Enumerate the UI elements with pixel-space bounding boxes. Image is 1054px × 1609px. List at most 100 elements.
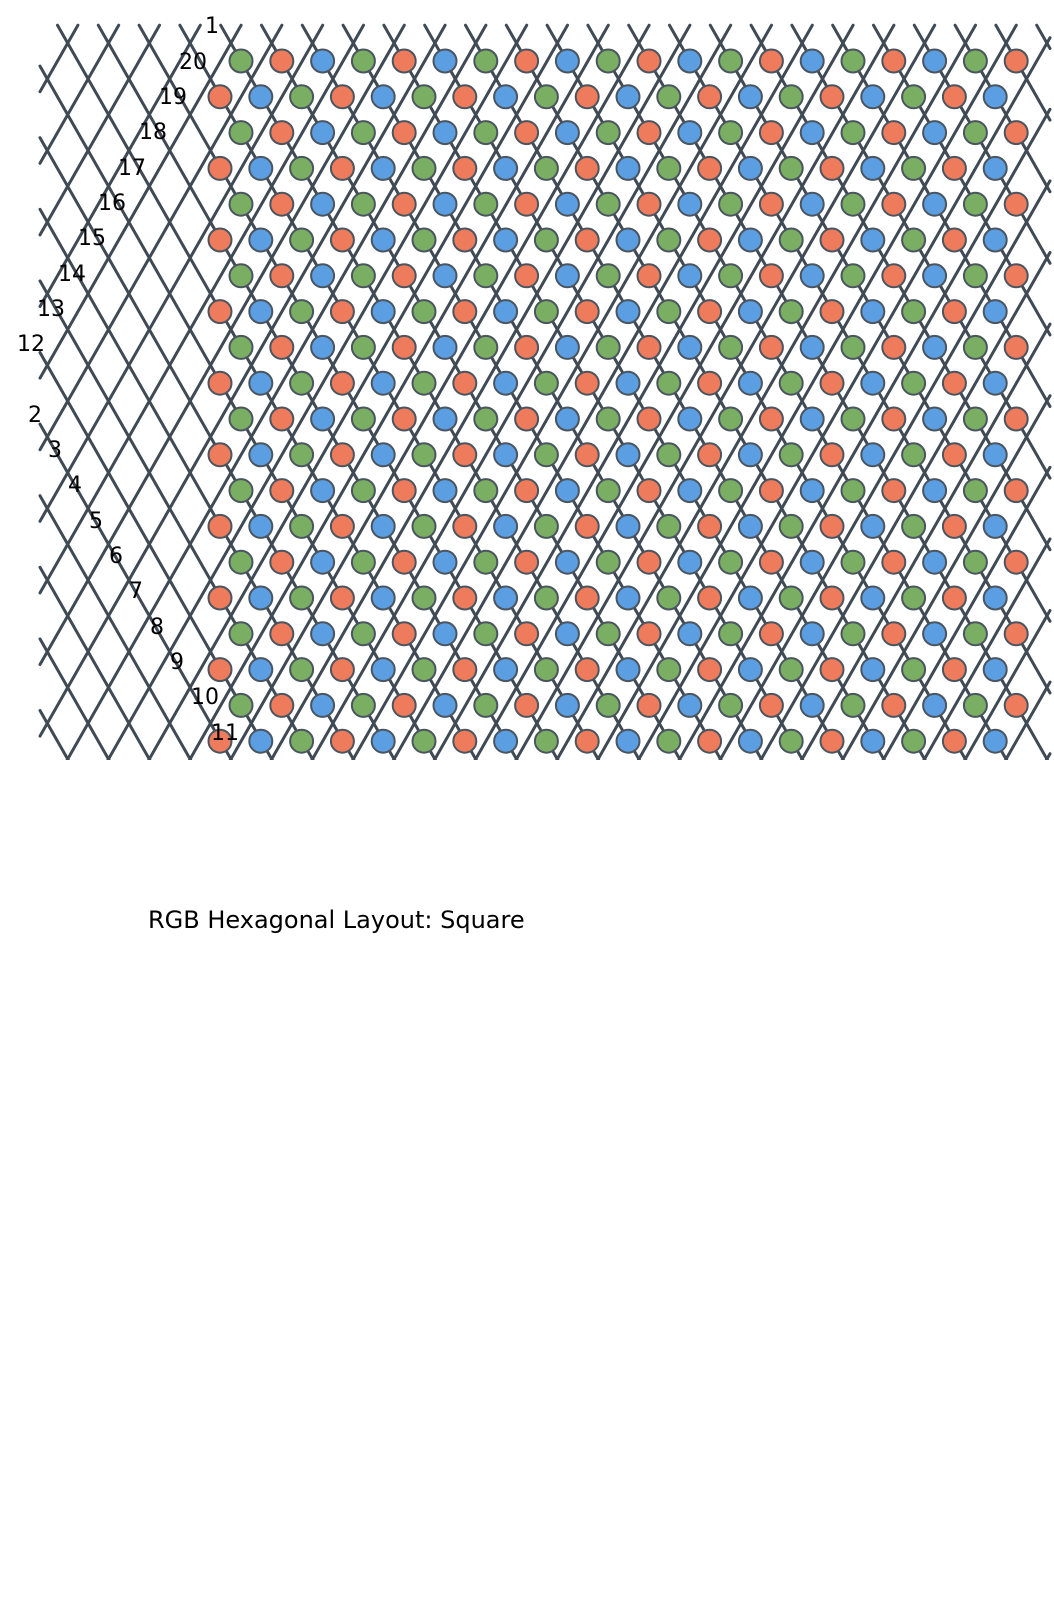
lattice-node-green (473, 549, 499, 575)
row-label: 11 (211, 721, 239, 746)
lattice-node-green (778, 728, 804, 754)
lattice-node-red (452, 442, 478, 468)
lattice-node-blue (922, 549, 948, 575)
lattice-node-blue (737, 442, 763, 468)
lattice-line-up-right (187, 23, 610, 760)
lattice-node-green (350, 621, 376, 647)
lattice-node-green (595, 621, 621, 647)
lattice-node-green (595, 692, 621, 718)
lattice-node-green (473, 692, 499, 718)
lattice-line-down-right (38, 279, 315, 760)
lattice-node-green (595, 120, 621, 146)
lattice-node-blue (860, 442, 886, 468)
lattice-node-red (758, 120, 784, 146)
lattice-line-up-right (514, 23, 937, 760)
lattice-node-green (840, 334, 866, 360)
row-label: 16 (98, 191, 126, 216)
lattice-node-green (473, 48, 499, 74)
lattice-node-red (269, 692, 295, 718)
lattice-line-up-right (38, 23, 121, 165)
lattice-node-blue (615, 657, 641, 683)
lattice-node-blue (248, 299, 274, 325)
lattice-node-green (840, 621, 866, 647)
row-label: 15 (78, 226, 106, 251)
lattice-line-up-right (228, 23, 651, 760)
lattice-line-up-right (38, 23, 406, 666)
lattice-node-red (514, 406, 540, 432)
lattice-node-green (411, 728, 437, 754)
lattice-node-red (881, 692, 907, 718)
lattice-node-red (758, 549, 784, 575)
lattice-node-green (656, 585, 682, 611)
lattice-node-red (941, 299, 967, 325)
lattice-node-red (514, 621, 540, 647)
lattice-node-blue (432, 334, 458, 360)
lattice-node-red (758, 263, 784, 289)
lattice-node-red (697, 370, 723, 396)
lattice-line-down-right (38, 494, 193, 760)
lattice-node-red (269, 48, 295, 74)
lattice-node-blue (248, 585, 274, 611)
lattice-node-green (533, 370, 559, 396)
lattice-node-green (656, 84, 682, 110)
lattice-node-green (473, 621, 499, 647)
lattice-node-red (452, 227, 478, 253)
lattice-node-red (574, 370, 600, 396)
lattice-node-blue (310, 692, 336, 718)
lattice-node-green (718, 120, 744, 146)
lattice-node-blue (737, 299, 763, 325)
lattice-node-green (901, 299, 927, 325)
lattice-node-blue (615, 585, 641, 611)
lattice-node-green (533, 299, 559, 325)
row-label: 14 (58, 262, 86, 287)
lattice-node-red (207, 370, 233, 396)
lattice-node-blue (799, 120, 825, 146)
lattice-node-blue (432, 191, 458, 217)
lattice-node-green (289, 299, 315, 325)
lattice-node-blue (737, 155, 763, 181)
lattice-node-red (514, 120, 540, 146)
lattice-node-green (656, 442, 682, 468)
lattice-node-green (656, 227, 682, 253)
lattice-node-green (840, 549, 866, 575)
lattice-node-blue (432, 406, 458, 432)
lattice-node-red (941, 513, 967, 539)
lattice-node-green (228, 692, 254, 718)
lattice-node-blue (310, 334, 336, 360)
lattice-node-green (840, 692, 866, 718)
lattice-node-blue (922, 621, 948, 647)
lattice-line-up-right (881, 465, 1052, 760)
lattice-line-up-right (595, 23, 1018, 760)
lattice-node-blue (554, 334, 580, 360)
lattice-node-blue (982, 84, 1008, 110)
lattice-node-green (595, 48, 621, 74)
lattice-node-green (473, 406, 499, 432)
lattice-node-red (514, 549, 540, 575)
row-label: 4 (68, 473, 82, 498)
lattice-line-down-right (38, 637, 111, 760)
lattice-node-red (207, 299, 233, 325)
lattice-node-blue (432, 549, 458, 575)
lattice-node-green (595, 191, 621, 217)
lattice-node-blue (737, 657, 763, 683)
lattice-node-red (391, 263, 417, 289)
row-label: 5 (89, 509, 103, 534)
lattice-node-red (329, 442, 355, 468)
lattice-node-red (881, 406, 907, 432)
lattice-node-blue (677, 48, 703, 74)
lattice-node-red (514, 692, 540, 718)
lattice-node-green (411, 155, 437, 181)
row-label: 20 (179, 50, 207, 75)
lattice-node-red (391, 48, 417, 74)
lattice-node-green (411, 227, 437, 253)
lattice-node-green (778, 84, 804, 110)
lattice-line-up-right (351, 23, 773, 760)
lattice-node-green (533, 84, 559, 110)
lattice-node-green (289, 442, 315, 468)
lattice-node-blue (922, 120, 948, 146)
lattice-node-blue (310, 478, 336, 504)
lattice-node-red (758, 692, 784, 718)
row-label: 7 (129, 579, 143, 604)
lattice-node-blue (248, 84, 274, 110)
